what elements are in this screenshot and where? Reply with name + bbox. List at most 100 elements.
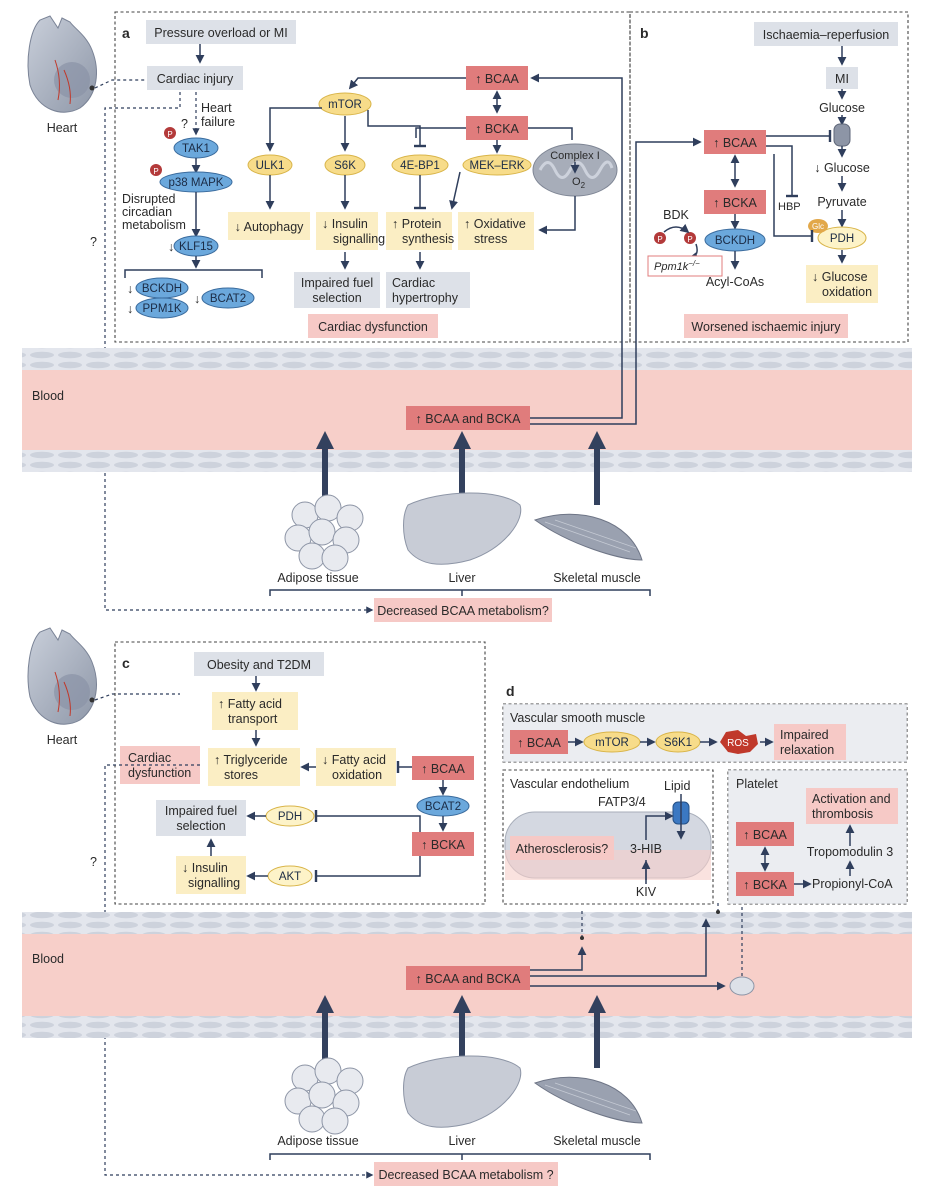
worsened-box <box>684 314 848 338</box>
activation-2: thrombosis <box>812 807 873 821</box>
complex1-label: Complex I <box>550 150 600 162</box>
a-bcaa: ↑ BCAA <box>475 72 519 86</box>
circ-2: circadian <box>122 205 172 219</box>
hbp-label: HBP <box>778 201 801 213</box>
skeletal-muscle-icon <box>533 513 643 561</box>
platelet-bcaa: ↑ BCAA <box>743 828 787 842</box>
blood-bcaa-bottom-box <box>406 966 530 990</box>
decreased-bottom-box <box>374 1162 558 1186</box>
panel-c-letter: c <box>122 655 130 671</box>
s6k-label: S6K <box>334 160 356 172</box>
adipose-label-bottom: Adipose tissue <box>277 1134 358 1148</box>
bcat2-node <box>201 287 255 309</box>
bdk-label: BDK <box>663 208 689 222</box>
down-arrow-glyph: ↓ <box>168 240 174 254</box>
tg-1: ↑ Triglyceride <box>214 753 288 767</box>
blood-label-top: Blood <box>32 389 64 403</box>
skeletal-muscle-icon <box>533 1076 643 1124</box>
heart-icon <box>27 627 97 725</box>
lipid-label: Lipid <box>664 779 690 793</box>
a-injury: Cardiac injury <box>157 72 234 86</box>
platelet-bcka-box <box>736 872 794 896</box>
c-insulin-1: ↓ Insulin <box>182 861 228 875</box>
c-insulin-box <box>176 856 246 894</box>
d-bcaa: ↑ BCAA <box>517 736 561 750</box>
c-fuel-1: Impaired fuel <box>165 804 237 818</box>
activation-1: Activation and <box>812 792 891 806</box>
b-pyruvate: Pyruvate <box>817 195 866 209</box>
d-bcaa-box <box>510 730 568 754</box>
fa-transport-2: transport <box>228 712 278 726</box>
vessel-wall-top <box>22 348 912 370</box>
glc-node <box>808 219 828 233</box>
relax-2: relaxation <box>780 743 834 757</box>
d-mtor: mTOR <box>595 737 629 749</box>
phospho-icon <box>150 164 162 176</box>
relax-1: Impaired <box>780 728 829 742</box>
b-bckdh: BCKDH <box>715 235 755 247</box>
fuel-2: selection <box>312 291 361 305</box>
adipose-label-top: Adipose tissue <box>277 571 358 585</box>
ppm1k-ko-box <box>647 255 723 277</box>
b-mi-box <box>826 67 858 89</box>
c-insulin-2: signalling <box>188 876 240 890</box>
a-hf-2: failure <box>201 115 235 129</box>
fa-ox-2: oxidation <box>332 768 382 782</box>
blood-label-bottom: Blood <box>32 952 64 966</box>
4ebp1-label: 4E-BP1 <box>400 160 440 172</box>
relax-box <box>774 724 846 760</box>
panel-b-letter: b <box>640 25 649 41</box>
down-arrow-glyph: ↓ <box>194 292 200 306</box>
c-bcka: ↑ BCKA <box>421 838 465 852</box>
c-dys-2: dysfunction <box>128 766 191 780</box>
d-s6k1: S6K1 <box>664 737 692 749</box>
a-dysfunction-box <box>308 314 438 338</box>
adipose-tissue-icon <box>284 494 364 572</box>
a-bcka-box <box>466 116 528 140</box>
b-mi: MI <box>835 72 849 86</box>
fuel-box <box>294 272 380 308</box>
b-bcaa-box <box>704 130 766 154</box>
endo-frame <box>502 769 714 905</box>
fa-ox-1: ↓ Fatty acid <box>322 753 386 767</box>
vsm-title: Vascular smooth muscle <box>510 711 645 725</box>
panel-a-letter: a <box>122 25 130 41</box>
heart-label: Heart <box>47 121 78 135</box>
phospho-icon <box>164 127 176 139</box>
fa-transport-box <box>212 692 298 730</box>
hypertrophy-box <box>386 272 470 308</box>
mek-erk-node <box>462 154 532 176</box>
muscle-label-top: Skeletal muscle <box>553 571 641 585</box>
b-trigger: Ischaemia–reperfusion <box>763 28 890 42</box>
liver-icon <box>403 1055 522 1128</box>
svg-text:P: P <box>657 235 662 244</box>
glucose-transporter-icon <box>833 123 851 147</box>
blood-bcaa-top-box <box>406 406 530 430</box>
hib-label: 3-HIB <box>630 842 662 856</box>
b-gluox-box <box>806 265 878 303</box>
heart-label-bottom: Heart <box>47 733 78 747</box>
ppm1k-ko: Ppm1k−/− <box>654 259 700 273</box>
c-dys-1: Cardiac <box>128 751 171 765</box>
panel-d-letter: d <box>506 683 515 699</box>
decreased-bottom: Decreased BCAA metabolism ? <box>378 1168 553 1182</box>
c-question: ? <box>90 855 97 869</box>
fa-transport-1: ↑ Fatty acid <box>218 697 282 711</box>
b-bcka-box <box>704 190 766 214</box>
decreased-top: Decreased BCAA metabolism? <box>377 604 549 618</box>
a-bcka: ↑ BCKA <box>475 122 519 136</box>
insulin-box <box>316 212 378 250</box>
circ-3: metabolism <box>122 218 186 232</box>
svg-text:P: P <box>153 167 158 176</box>
tg-box <box>208 748 300 786</box>
c-trigger-box <box>194 652 324 676</box>
autophagy: ↓ Autophagy <box>235 220 305 234</box>
c-akt: AKT <box>279 871 301 883</box>
athero-box <box>510 836 614 860</box>
a-trigger-box <box>146 20 296 44</box>
c-bcaa-box <box>412 756 474 780</box>
a-question-2: ? <box>90 235 97 249</box>
b-bcka: ↑ BCKA <box>713 196 757 210</box>
ros-icon <box>720 730 758 754</box>
circ-1: Disrupted <box>122 192 176 206</box>
